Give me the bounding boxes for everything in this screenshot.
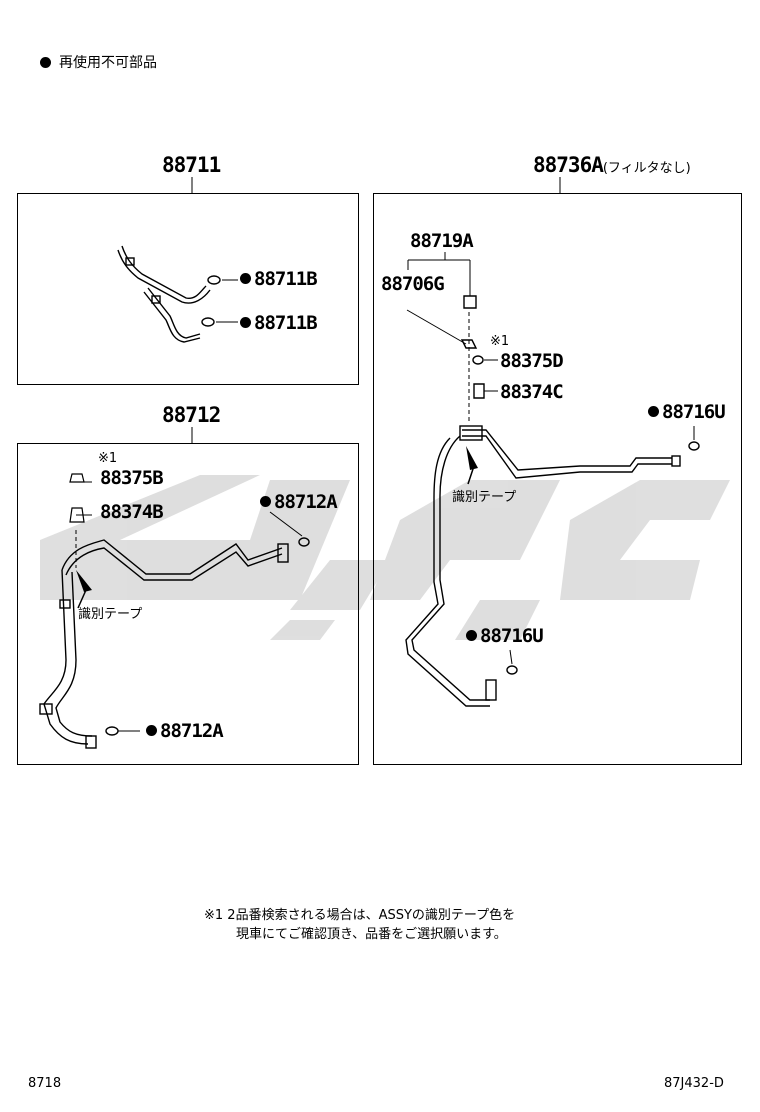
part-callout-88374C[interactable]: 88374C — [500, 381, 564, 403]
pipe-88711 — [117, 245, 238, 343]
page-code-left: 8718 — [28, 1076, 62, 1091]
legend-text: 再使用不可部品 — [59, 55, 157, 71]
note-mark-1: ※1 — [98, 451, 118, 466]
group-box-88712 — [17, 443, 359, 765]
id-tape-label: 識別テープ — [452, 490, 517, 505]
non-reusable-bullet-icon — [260, 496, 271, 507]
group-box-88736A — [373, 193, 742, 765]
non-reusable-bullet-icon — [240, 317, 251, 328]
group-label-88712[interactable]: 88712 — [162, 403, 221, 427]
fittings-88712 — [69, 473, 85, 523]
non-reusable-bullet-icon — [40, 56, 51, 68]
part-callout-88716U-2[interactable]: 88716U — [466, 625, 544, 647]
id-tape-label: 識別テープ — [78, 607, 143, 622]
pipe-88736 — [405, 252, 700, 707]
watermark-logo — [40, 475, 730, 640]
part-callout-88711B-1[interactable]: 88711B — [240, 268, 318, 290]
footnote-line-2: 現車にてご確認頂き、品番をご選択願います。 — [236, 927, 507, 942]
non-reusable-bullet-icon — [146, 725, 157, 736]
non-reusable-bullet-icon — [648, 406, 659, 417]
group-label-88736A[interactable]: 88736A(フィルタなし) — [533, 153, 691, 177]
note-mark-1: ※1 — [490, 334, 510, 349]
part-callout-88706G[interactable]: 88706G — [381, 273, 445, 295]
illustration-code: 87J432-D — [664, 1076, 724, 1091]
non-reusable-bullet-icon — [240, 273, 251, 284]
footnote: ※1 2品番検索される場合は、ASSYの識別テープ色を 現車にてご確認頂き、品番… — [204, 906, 515, 944]
part-callout-88375D[interactable]: 88375D — [500, 350, 564, 372]
part-callout-88716U-1[interactable]: 88716U — [648, 401, 726, 423]
footnote-line-1: ※1 2品番検索される場合は、ASSYの識別テープ色を — [204, 908, 516, 923]
part-callout-88374B[interactable]: 88374B — [100, 501, 164, 523]
part-callout-88375B[interactable]: 88375B — [100, 467, 164, 489]
group-box-88711 — [17, 193, 359, 385]
non-reusable-bullet-icon — [466, 630, 477, 641]
part-callout-88712A-2[interactable]: 88712A — [146, 720, 224, 742]
pipe-88712 — [39, 481, 310, 749]
part-callout-88712A-1[interactable]: 88712A — [260, 491, 338, 513]
part-callout-88719A[interactable]: 88719A — [410, 230, 474, 252]
part-callout-88711B-2[interactable]: 88711B — [240, 312, 318, 334]
group-label-88711[interactable]: 88711 — [162, 153, 221, 177]
legend: 再使用不可部品 — [40, 52, 157, 72]
